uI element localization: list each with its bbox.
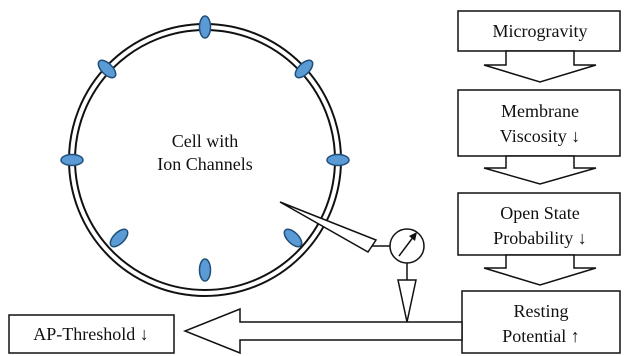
ion-channel-lower-left	[109, 228, 129, 248]
ion-channel-top	[198, 15, 212, 39]
box-resting-potential-line1: Resting	[513, 301, 568, 321]
box-resting-potential-line2: Potential ↑	[502, 326, 580, 346]
cell-label-line1: Cell with	[172, 131, 239, 151]
ion-channel-bottom	[198, 258, 212, 282]
flow-arrow-1	[483, 50, 597, 83]
box-open-state-line2: Probability ↓	[493, 228, 587, 248]
box-open-state-probability	[457, 192, 621, 256]
voltmeter	[389, 228, 425, 264]
ion-channel-upper-left	[97, 59, 117, 79]
box-ap-threshold-label: AP-Threshold ↓	[33, 324, 149, 344]
box-membrane-viscosity-line1: Membrane	[501, 101, 579, 121]
ion-channel-left	[60, 153, 84, 167]
ion-channel-right	[326, 153, 350, 167]
ion-channel-lower-right	[283, 228, 303, 248]
result-arrow	[182, 307, 463, 355]
flow-arrow-3	[483, 254, 597, 286]
flow-arrow-2	[483, 155, 597, 185]
cell-label-line2: Ion Channels	[157, 154, 252, 174]
box-microgravity-label: Microgravity	[493, 21, 588, 41]
ion-channel-upper-right	[294, 59, 314, 79]
voltmeter-needle-tip	[409, 232, 417, 241]
ion-channels	[60, 15, 350, 282]
voltmeter-needle	[398, 235, 415, 257]
box-open-state-line1: Open State	[500, 203, 579, 223]
box-membrane-viscosity-line2: Viscosity ↓	[500, 126, 580, 146]
meter-down-arrow	[397, 279, 417, 323]
box-microgravity	[457, 10, 621, 52]
box-membrane-viscosity	[457, 89, 621, 157]
flowchart: Microgravity Membrane Viscosity ↓ Open S…	[457, 10, 621, 354]
cell: Cell with Ion Channels	[60, 15, 350, 297]
box-ap-threshold	[8, 314, 175, 354]
